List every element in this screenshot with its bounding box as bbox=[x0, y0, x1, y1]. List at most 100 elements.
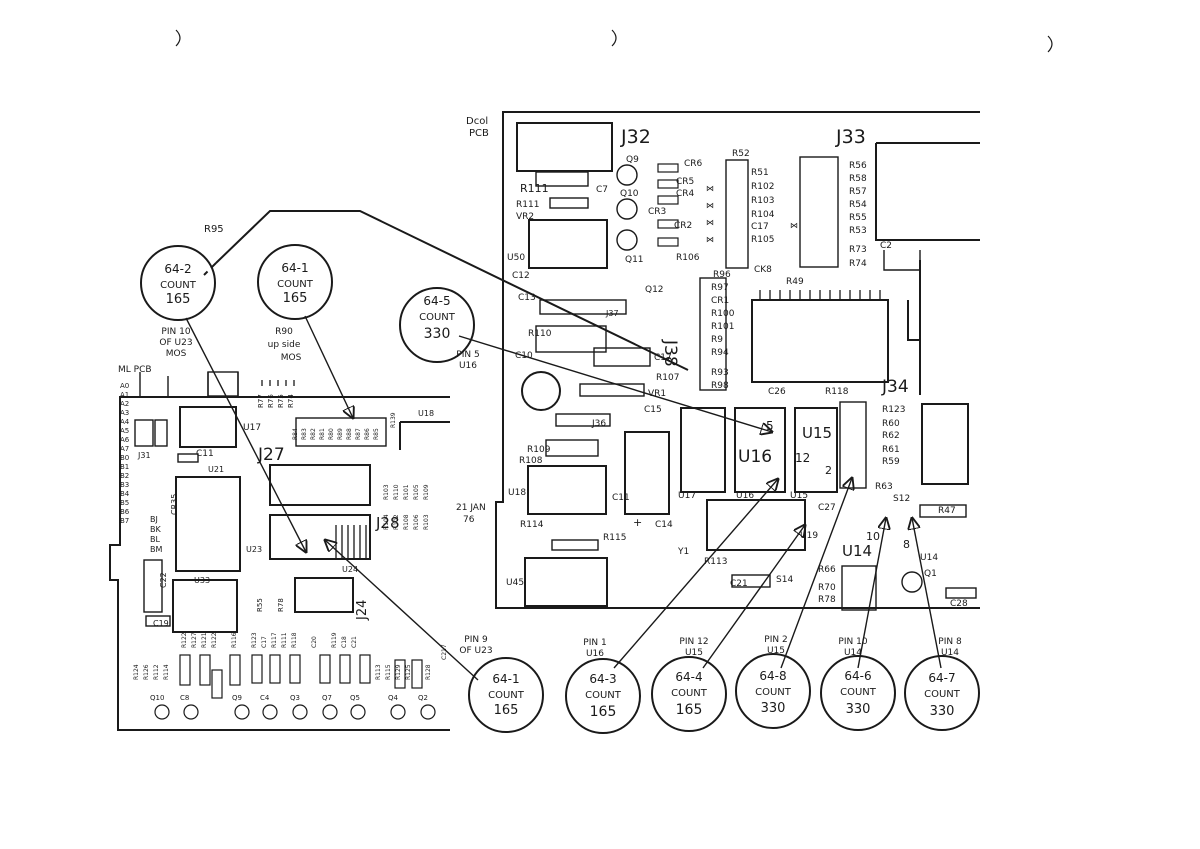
svg-text:R98: R98 bbox=[711, 381, 729, 391]
c11-ml-label: C11 bbox=[196, 449, 214, 459]
svg-text:U16: U16 bbox=[586, 649, 604, 659]
c7-label: C7 bbox=[596, 185, 608, 195]
u19-chip bbox=[706, 499, 806, 551]
j33-label: J33 bbox=[835, 126, 866, 148]
j27-label: J27 bbox=[257, 445, 285, 465]
dcol-pcb: Dcol PCB J32 R111 R111 VR2 C7 U50 C12 Q9… bbox=[456, 111, 980, 611]
u15-small-label: U15 bbox=[790, 491, 808, 501]
svg-text:R74: R74 bbox=[287, 394, 295, 408]
svg-text:+: + bbox=[633, 516, 642, 529]
u17-ml-label: U17 bbox=[243, 423, 261, 433]
r95-trace bbox=[215, 210, 689, 371]
svg-text:COUNT: COUNT bbox=[585, 690, 622, 701]
svg-text:R55: R55 bbox=[849, 213, 867, 223]
c15-label: C15 bbox=[644, 405, 662, 415]
vr1-trimmer bbox=[521, 371, 561, 411]
svg-text:PIN 9: PIN 9 bbox=[464, 635, 488, 645]
r70-label: R70 bbox=[818, 583, 836, 593]
binder-marks bbox=[175, 29, 1053, 53]
date-note-l2: 76 bbox=[463, 515, 475, 525]
svg-text:MOS: MOS bbox=[281, 353, 302, 363]
r113-label: R113 bbox=[704, 557, 727, 567]
svg-text:R80: R80 bbox=[328, 428, 335, 440]
svg-text:R119: R119 bbox=[331, 632, 338, 648]
r110-pack bbox=[535, 325, 607, 353]
u18-label: U18 bbox=[508, 488, 526, 498]
svg-text:R101: R101 bbox=[711, 322, 734, 332]
svg-text:R62: R62 bbox=[882, 431, 900, 441]
svg-text:PIN 5: PIN 5 bbox=[456, 350, 479, 360]
svg-text:Q2: Q2 bbox=[418, 694, 428, 702]
y1-label: Y1 bbox=[677, 547, 689, 557]
r78-ml-label: R78 bbox=[277, 598, 285, 612]
svg-text:R90: R90 bbox=[275, 327, 293, 337]
r106-label: R106 bbox=[676, 253, 700, 263]
r52-label: R52 bbox=[732, 149, 750, 159]
svg-text:J37: J37 bbox=[605, 309, 619, 318]
s14-label: S14 bbox=[776, 575, 793, 585]
svg-text:R126: R126 bbox=[143, 664, 150, 680]
right-ic bbox=[921, 403, 969, 485]
svg-text:R57: R57 bbox=[849, 187, 867, 197]
c27-label: C27 bbox=[818, 503, 836, 513]
svg-text:R128: R128 bbox=[425, 664, 432, 680]
r103-label: R103 bbox=[751, 196, 774, 206]
date-note-l1: 21 JAN bbox=[456, 503, 486, 513]
j33-resistor-labels: R56 R58 R57 R54 R55 R53 R73 R74 bbox=[849, 161, 867, 269]
svg-text:R106: R106 bbox=[413, 514, 420, 530]
j33-connector-body bbox=[875, 142, 980, 241]
callout-64-5: 64-5 COUNT 330 PIN 5 U16 bbox=[399, 287, 480, 371]
svg-text:R83: R83 bbox=[301, 428, 308, 440]
svg-text:R73: R73 bbox=[849, 245, 867, 255]
svg-text:C217: C217 bbox=[441, 644, 448, 660]
leader-lines bbox=[185, 315, 942, 681]
svg-text:R129: R129 bbox=[395, 664, 402, 680]
svg-text:COUNT: COUNT bbox=[755, 687, 792, 698]
svg-text:R110: R110 bbox=[393, 484, 400, 500]
svg-text:R112: R112 bbox=[153, 664, 160, 680]
svg-text:R117: R117 bbox=[271, 632, 278, 648]
svg-text:R122: R122 bbox=[181, 632, 188, 648]
svg-text:R116: R116 bbox=[231, 632, 238, 648]
svg-text:64-5: 64-5 bbox=[423, 294, 450, 308]
u16-chip bbox=[734, 407, 786, 493]
svg-text:up side: up side bbox=[268, 340, 301, 350]
svg-text:A7: A7 bbox=[120, 445, 129, 453]
c11-ic bbox=[624, 431, 670, 515]
vr1-label: VR1 bbox=[648, 389, 666, 399]
svg-text:U15: U15 bbox=[767, 646, 785, 656]
j31-label: J31 bbox=[137, 451, 151, 460]
r115-label: R115 bbox=[603, 533, 626, 543]
svg-text:COUNT: COUNT bbox=[840, 687, 877, 698]
svg-text:R84: R84 bbox=[292, 428, 299, 440]
svg-text:R97: R97 bbox=[711, 283, 729, 293]
svg-text:Q3: Q3 bbox=[290, 694, 300, 702]
svg-text:R58: R58 bbox=[849, 174, 867, 184]
r55-ml-label: R55 bbox=[256, 598, 264, 612]
cr5-label: CR5 bbox=[676, 177, 694, 187]
callout-64-1-pin9: 64-1 COUNT 165 PIN 9 OF U23 bbox=[459, 635, 544, 733]
q1-label: Q1 bbox=[924, 569, 937, 579]
svg-text:R123: R123 bbox=[882, 405, 905, 415]
svg-text:330: 330 bbox=[930, 704, 955, 719]
svg-text:64-4: 64-4 bbox=[675, 670, 702, 684]
svg-text:R82: R82 bbox=[310, 428, 317, 440]
svg-text:A5: A5 bbox=[120, 427, 129, 435]
c12-label: C12 bbox=[512, 271, 530, 281]
svg-text:COUNT: COUNT bbox=[488, 690, 525, 701]
svg-text:64-1: 64-1 bbox=[281, 261, 308, 275]
u18-ml-label: U18 bbox=[418, 409, 434, 418]
vr2-body bbox=[549, 197, 589, 209]
j24-chip bbox=[294, 577, 354, 613]
ml-right-resistors: R103 R110 R101 R105 R109 R104 R102 R108 … bbox=[383, 484, 430, 530]
r109-label: R109 bbox=[527, 445, 551, 455]
svg-text:R122: R122 bbox=[211, 632, 218, 648]
u21-chip bbox=[175, 476, 241, 572]
svg-text:C18: C18 bbox=[341, 636, 348, 648]
callout-64-6: 64-6 COUNT 330 PIN 10 U14 bbox=[820, 637, 896, 731]
svg-text:Q9: Q9 bbox=[232, 694, 242, 702]
svg-text:Q5: Q5 bbox=[350, 694, 360, 702]
r52-resistor-stack: R52 R51 R102 R103 R104 C17 R105 CK8 ⋈ bbox=[725, 149, 798, 275]
cr2-label: CR2 bbox=[674, 221, 692, 231]
